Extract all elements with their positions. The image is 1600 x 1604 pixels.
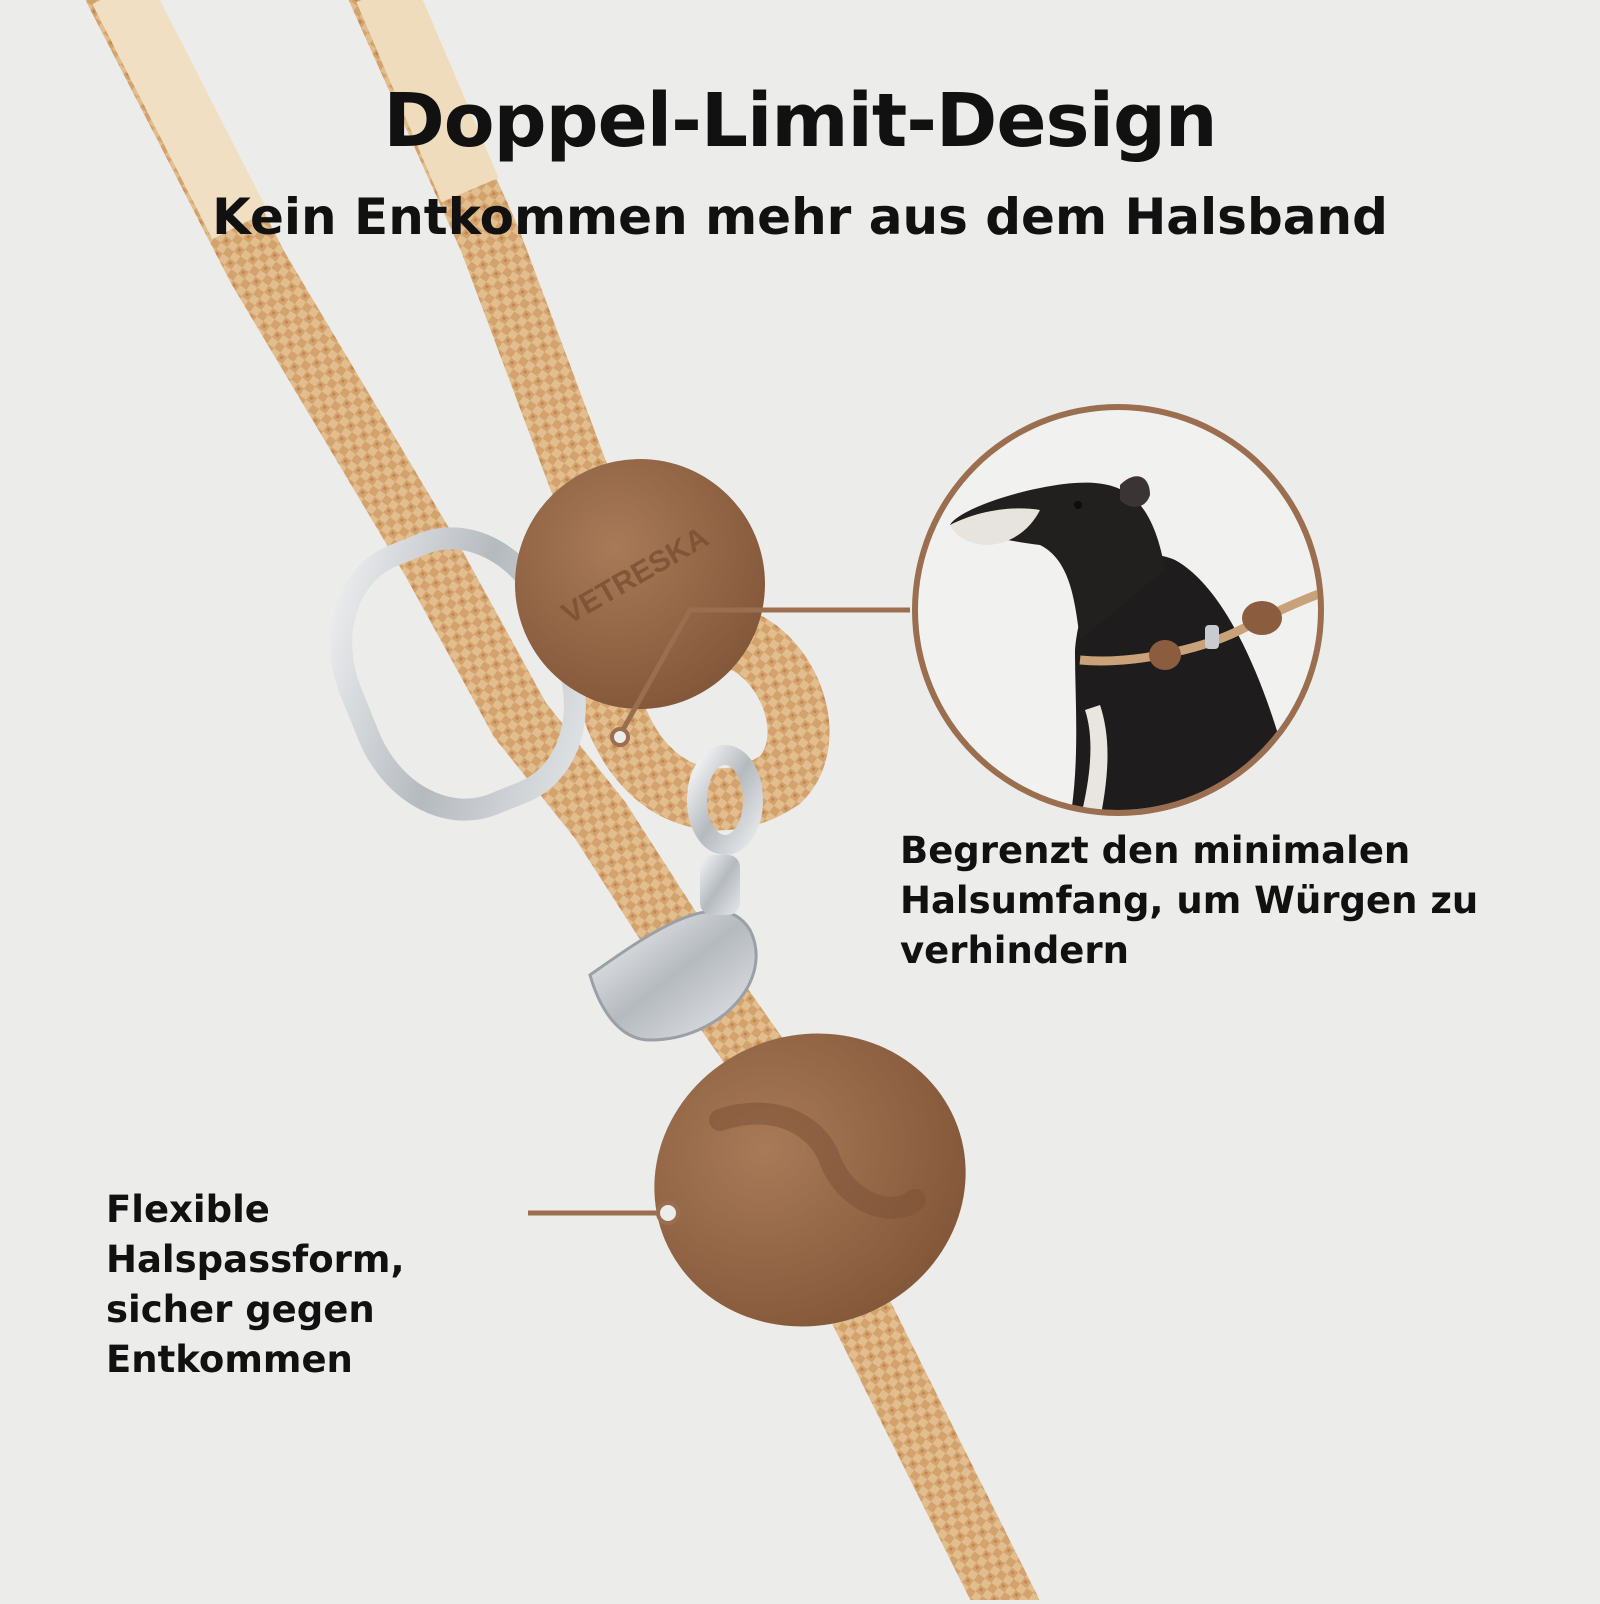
swivel-clasp bbox=[588, 745, 763, 1042]
callout-line: sicher gegen bbox=[106, 1288, 375, 1331]
callout-line: Begrenzt den minimalen bbox=[900, 829, 1411, 872]
leader-line-top bbox=[610, 607, 910, 747]
rope-leash bbox=[85, 0, 1041, 1604]
callout-line: Flexible bbox=[106, 1188, 270, 1231]
upper-stopper: VETRESKA bbox=[515, 459, 765, 709]
callout-min-neck-limit: Begrenzt den minimalen Halsumfang, um Wü… bbox=[900, 826, 1540, 976]
lower-stopper bbox=[654, 1033, 966, 1327]
callout-flexible-fit: Flexible Halspassform, sicher gegen Entk… bbox=[106, 1185, 436, 1385]
dog-inset bbox=[912, 404, 1324, 816]
callout-line: Entkommen bbox=[106, 1338, 353, 1381]
callout-line: Halsumfang, um Würgen zu bbox=[900, 879, 1479, 922]
page-title: Doppel-Limit-Design bbox=[383, 78, 1217, 164]
callout-line: Halspassform, bbox=[106, 1238, 405, 1281]
leader-line-bottom bbox=[528, 1201, 680, 1225]
callout-line: verhindern bbox=[900, 929, 1129, 972]
page-subtitle: Kein Entkommen mehr aus dem Halsband bbox=[212, 188, 1388, 246]
